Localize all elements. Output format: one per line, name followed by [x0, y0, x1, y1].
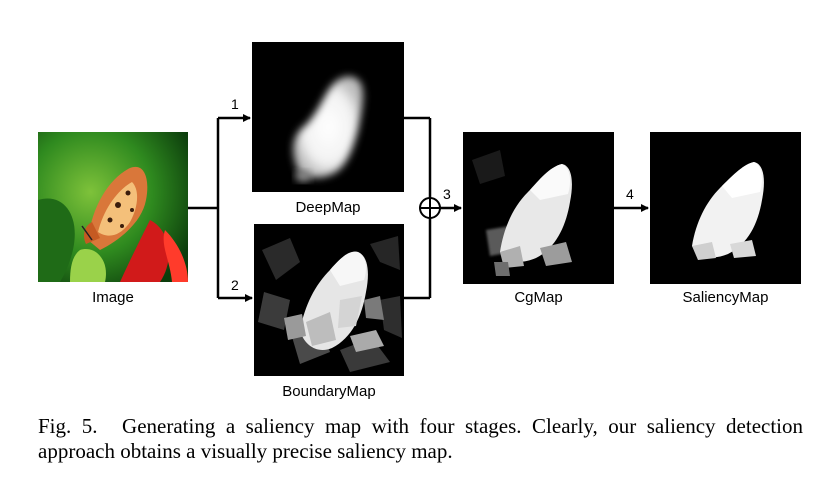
step-label-3: 3: [443, 186, 451, 202]
image-label: Image: [92, 289, 134, 306]
step-label-4: 4: [626, 186, 634, 202]
caption-text: Generating a saliency map with four stag…: [38, 414, 804, 463]
input-image: [38, 132, 188, 282]
connectors: [188, 114, 649, 302]
figure-number: Fig. 5.: [38, 414, 98, 438]
deepmap-label: DeepMap: [295, 199, 361, 216]
merge-plus-icon: [419, 197, 441, 219]
boundarymap-label: BoundaryMap: [282, 383, 376, 400]
cgmap-image: [463, 132, 614, 284]
boundarymap-image: [254, 224, 404, 376]
deepmap-image: [252, 42, 404, 192]
cgmap-label: CgMap: [514, 289, 563, 306]
figure-caption: Fig. 5. Generating a saliency map with f…: [38, 414, 803, 464]
saliencymap-image: [650, 132, 801, 284]
step-label-1: 1: [231, 96, 239, 112]
step-label-2: 2: [231, 277, 239, 293]
saliencymap-label: SaliencyMap: [682, 289, 769, 306]
